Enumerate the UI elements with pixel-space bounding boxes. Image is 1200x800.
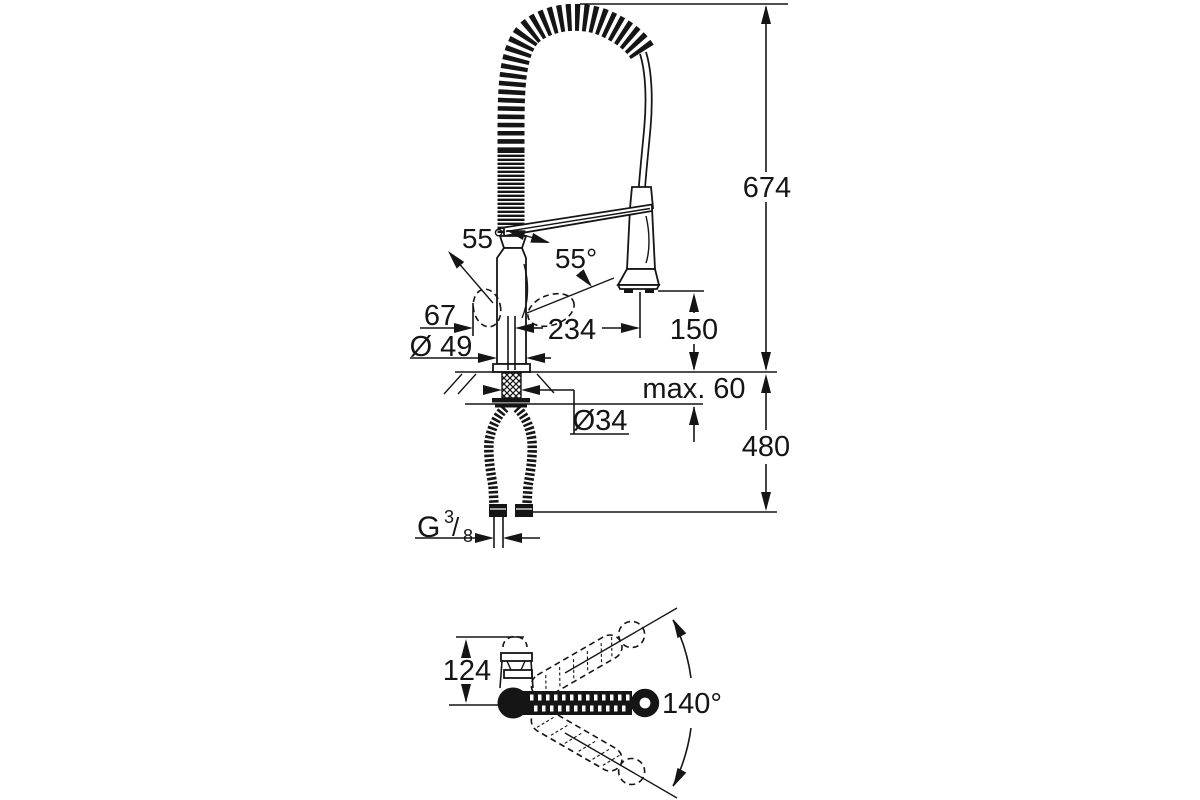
spray-hose [638,51,653,188]
label-480: 480 [742,431,790,463]
coil-arch [497,3,655,153]
hose-inner [639,52,651,188]
dim-g38-arrow-right [503,533,522,543]
dim-234-arrow-right [621,323,640,333]
spout-end-ring-hole [640,698,650,708]
spray-face [616,284,661,290]
dim-674-arrow-down [761,352,771,371]
dim-spout-reach: 234 [507,292,641,370]
dim-max60-arrow-up [689,406,699,425]
lever-handle [503,203,653,238]
dim-480-arrow-down [761,492,771,511]
body-column [496,247,527,365]
threaded-shank [501,372,522,399]
dim-34-arrow-left [483,385,502,395]
swivel-pivot [497,687,529,719]
label-thread-numerator: 3 [444,507,454,527]
body-crease [521,263,529,319]
faucet-body [492,235,531,373]
dim-lever-offset: 67 [420,300,474,336]
plan-spout-tip-dashed [502,635,528,648]
spout-ghost-ring-lower [617,757,646,786]
dim-34-arrow-right [521,385,540,395]
dim-max-deck-thickness: max. 60 [642,373,746,442]
spray-cone [616,268,661,286]
lever-bar-midline [505,207,651,233]
spray-nozzle-left [624,289,633,293]
supply-hose-left [484,404,509,505]
body-base [492,363,531,373]
plan-lever-bar [500,652,533,662]
dim-swivel-angle: 140° [662,616,722,790]
lever-axis-right [526,277,615,314]
spout-ghost-hatch-lower [536,716,621,766]
label-67: 67 [424,300,456,332]
spray-grip-crease [645,215,650,264]
mounting-flange [492,398,530,403]
dim-674-arrow-up [761,5,771,24]
label-124: 124 [443,655,491,687]
dim-150-arrow-down [689,352,699,371]
dim-depth-below-deck: 480 [742,374,790,511]
spray-head [616,186,661,293]
spout-end-ring [630,688,660,718]
plan-body [499,635,534,689]
dim-g38-arrow-left [475,533,494,543]
dim-overall-height: 674 [580,3,791,371]
label-thread-slash: / [452,512,460,542]
spray-nozzle-right [645,289,654,293]
label-angle-right: 55° [555,243,597,274]
plan-body-edge-right [530,660,534,689]
spout-arm-center [497,687,660,719]
rotation-arrowhead-right [530,232,552,248]
deck-hatch-2 [457,373,477,395]
supply-hose-right [513,404,537,505]
plan-body-tick-right [520,660,526,671]
spray-grip [626,207,656,270]
deck-hatch-1 [443,373,463,395]
spray-connector [629,186,654,209]
spring-spout-coil [497,3,655,233]
label-674: 674 [743,172,791,204]
dim-supply-thread: G 3 / 8 [415,507,540,546]
dim-49-arrow-right [526,353,545,363]
hose-connector-right [515,504,533,517]
label-150: 150 [670,314,718,346]
swivel-arc-arrow-top [668,616,687,639]
dim-body-diameter: Ø 49 [410,331,551,363]
under-deck-assembly [484,372,777,548]
label-thread-g: G [417,511,440,544]
plan-swivel-view: 124 140° [443,607,722,799]
spout-ghost-hatch-upper [545,635,613,695]
label-140: 140° [662,688,722,720]
lever-knob-position-right [527,292,575,328]
dim-body-depth: 124 [443,636,524,706]
label-dia34: Ø34 [573,405,628,437]
mounting-nut [495,404,527,408]
plan-body-tick-left [506,660,512,671]
dim-mounting-hole: Ø34 [483,385,629,437]
side-elevation-view: 55° 55° [410,3,791,548]
dim-49-arrow-left [478,353,497,363]
hose-connector-left [489,504,507,517]
label-234: 234 [548,314,596,346]
swivel-arc-arrow-bottom [668,767,687,790]
label-angle-left: 55° [462,223,504,254]
label-thread-denominator: 8 [463,526,473,546]
plan-body-edge-left [499,660,503,689]
label-max60: max. 60 [642,373,745,405]
plan-body-band [503,669,533,679]
spout-ghost-ring-upper [617,620,646,649]
lever-swing-construction: 55° 55° [444,223,615,328]
dim-outlet-height: 150 [658,290,718,371]
